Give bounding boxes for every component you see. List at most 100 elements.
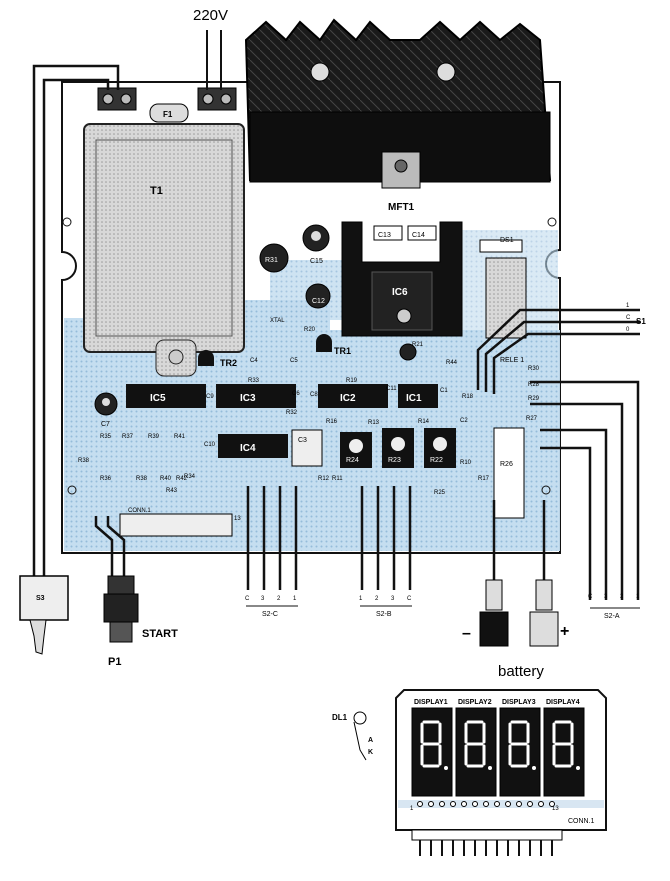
display-pad [450,801,456,807]
mounting-hole [547,217,557,227]
s1-label: S1 [636,317,646,326]
regulator-ic6: IC6 C13 C14 [341,221,463,337]
r30-label: R30 [528,366,540,372]
s2b-pin-c: C [407,596,412,602]
display-pad [516,801,522,807]
r17-label: R17 [478,476,490,482]
display-label: DISPLAY2 [458,699,492,706]
display-3: DISPLAY3 [499,699,541,797]
mounting-hole [67,485,77,495]
c3-label: C3 [298,437,307,444]
led-k-label: K [368,749,373,756]
s2c-pin-3: 3 [261,596,265,602]
c6-label: C6 [292,391,300,397]
mosfet-label: MFT1 [388,202,415,213]
s3-label: S3 [36,595,45,602]
led-label: DL1 [332,713,348,722]
r38-label-b: R38 [136,476,148,482]
display-pad [494,801,500,807]
led-a-label: A [368,737,373,744]
switch-s2b-wires: 1 2 3 C S2-B [359,486,412,618]
r11-label: R11 [332,476,343,482]
r14-label: R14 [418,419,430,425]
r20-label: R20 [304,327,316,333]
start-label: START [142,628,178,640]
r36-label: R36 [100,476,112,482]
display-pad [549,801,555,807]
c10-label: C10 [204,442,216,448]
mains-voltage-label: 220V [193,7,228,24]
r33-label: R33 [248,378,260,384]
switch-s2c-wires: C 3 2 1 S2-C [245,486,298,618]
display-pad [461,801,467,807]
ic-row: IC5 IC3 IC2 IC1 IC4 C3 [126,384,438,467]
front-panel-wires [32,64,126,580]
display-decimal-point [444,766,448,770]
c15-label: C15 [310,258,323,265]
c8-label: C8 [310,392,318,398]
r38-label: R38 [78,458,90,464]
display-2: DISPLAY2 [455,699,497,797]
mounting-hole [62,217,72,227]
display-pad [483,801,489,807]
r31-label: R31 [265,257,278,264]
s1-pin-0: 0 [626,327,630,333]
r39-label: R39 [148,434,160,440]
board-conn-label: CONN.1 [128,508,151,514]
r29-label: R29 [528,396,540,402]
r35-label: R35 [100,434,112,440]
display-pad [505,801,511,807]
ic4-label: IC4 [240,443,256,454]
board-conn-pin-label: 13 [234,516,241,522]
board-connector: CONN.1 13 [119,508,241,537]
c2-label: C2 [460,418,468,424]
display-label: DISPLAY4 [546,699,580,706]
r26-label: R26 [500,461,513,468]
electrolytic-capacitors: R31 C15 C12 C7 [94,224,417,428]
display-pad [417,801,423,807]
s2b-pin-2: 2 [375,596,379,602]
s2b-pin-3: 3 [391,596,395,602]
r37-label: R37 [122,434,134,440]
display-pad [472,801,478,807]
display-pin-first: 1 [410,806,414,812]
switch-s2a-wires: C 3 2 1 S2-A [530,380,640,620]
r21-label: R21 [412,342,424,348]
ic5-label: IC5 [150,393,166,404]
terminal-blocks: F1 [97,30,237,123]
display-pin-last: 13 [552,806,559,812]
display-label: DISPLAY1 [414,699,448,706]
display-decimal-point [576,766,580,770]
c9-label: C9 [206,394,214,400]
xtal-label: XTAL [270,318,285,324]
s2c-label: S2-C [262,611,278,618]
ic6-label: IC6 [392,287,408,298]
mounting-hole [541,485,551,495]
display-pad [538,801,544,807]
component-labels: XTAL R20 C4 C5 TR2 TR1 R33 R19 R32 C9 C8… [78,318,540,496]
display-connector-pins [417,801,555,856]
transformer-t1: T1 [83,123,245,377]
c7-label: C7 [101,421,110,428]
s2c-pin-2: 2 [277,596,281,602]
heatsink: MFT1 [244,18,552,213]
ic1-label: IC1 [406,393,422,404]
trimmers: R24 R23 R22 R26 [340,427,525,519]
display-pad [439,801,445,807]
display-decimal-point [532,766,536,770]
r19-label: R19 [346,378,358,384]
relay-label: RELE 1 [500,357,524,364]
p1-label: P1 [108,656,121,668]
r28-label: R28 [528,382,540,388]
battery-minus: – [462,625,471,642]
toggle-switch-s3: S3 [19,575,69,655]
r22-label: R22 [430,457,443,464]
r43-label: R43 [166,488,178,494]
switch-s1-wires: 1 C 0 S1 [476,303,646,394]
s2a-pin-2: 2 [620,594,624,600]
s2b-pin-1: 1 [359,596,363,602]
r13-label: R13 [368,420,380,426]
s2b-label: S2-B [376,611,392,618]
fuse-label: F1 [163,110,173,119]
